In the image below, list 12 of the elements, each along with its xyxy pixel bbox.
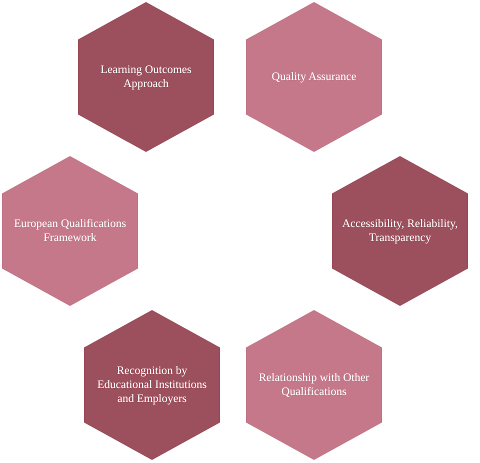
hexagon-shape	[332, 156, 468, 306]
hexagon-shape	[246, 2, 382, 152]
hexagon-label: Relationship with Other Qualifications	[258, 371, 370, 399]
hexagon-label: European Qualifications Framework	[12, 217, 128, 245]
hexagon-shape	[246, 310, 382, 460]
hexagon-label: Recognition by Educational Institutions and Employers	[96, 364, 208, 406]
hexagon-label: Quality Assurance	[270, 70, 358, 84]
hexagon-shape	[84, 310, 220, 460]
hexagon-shape	[78, 2, 214, 152]
hexagon-label: Learning Outcomes Approach	[99, 63, 192, 91]
hexagon-shape	[2, 156, 138, 306]
hexagon-label: Accessibility, Reliability, Transparency	[342, 217, 458, 245]
